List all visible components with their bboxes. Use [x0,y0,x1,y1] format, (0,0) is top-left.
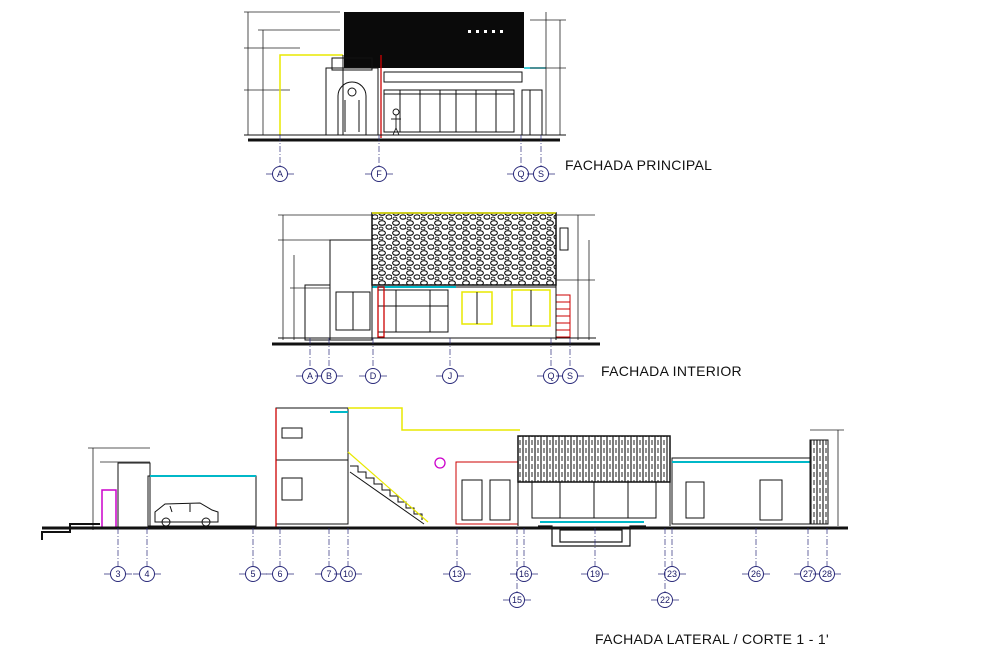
pool-section [538,521,646,547]
axis-bubble-A: A [266,135,294,182]
axis-label: B [326,371,332,381]
axis-bubble-4: 4 [133,528,161,582]
axis-label: Q [517,169,524,179]
title-fachada-interior: FACHADA INTERIOR [601,363,742,379]
axis-bubble-5: 5 [239,528,267,582]
human-scale-figure [391,108,401,136]
entrance-portal [325,57,379,136]
axis-label: 19 [590,569,600,579]
axis-bubble-3: 3 [104,528,132,582]
axis-label: S [567,371,573,381]
louvered-panel [555,294,571,338]
axis-label: 13 [452,569,462,579]
axis-label: D [370,371,377,381]
dimension-chain-right [556,214,595,340]
axis-label: 22 [660,595,670,605]
axis-label: 3 [115,569,120,579]
axis-bubble-23: 23 [658,528,686,582]
axis-bubble-S: S [527,135,555,182]
axis-bubble-S: S [556,338,584,384]
dimension-chain-right [530,12,566,135]
axis-bubble-F: F [365,135,393,182]
facade-principal-elevation [244,11,566,142]
glazed-storefront [383,71,523,133]
axis-label: A [277,169,283,179]
axis-bubble-13: 13 [443,528,471,582]
title-fachada-lateral: FACHADA LATERAL / CORTE 1 - 1' [595,631,829,647]
axis-grid-lateral: 3 4 5 6 7 10 13 16 19 23 26 27 28 15 22 [104,528,841,608]
dimension-chain-left [278,214,372,340]
axis-label: 15 [512,595,522,605]
axis-label: 6 [277,569,282,579]
title-fachada-principal: FACHADA PRINCIPAL [565,157,713,173]
axis-label: 28 [822,569,832,579]
axis-label: 27 [803,569,813,579]
axis-bubble-6: 6 [266,528,294,582]
axis-bubble-27: 27 [794,528,822,582]
dimension-chain-left [88,447,150,530]
axis-bubble-J: J [436,338,464,384]
axis-bubble-28: 28 [813,528,841,582]
axis-bubble-10: 10 [334,528,362,582]
axis-bubble-Q: Q [507,135,535,182]
axis-label: 16 [519,569,529,579]
axis-label: F [376,169,382,179]
thatched-roof [517,435,671,483]
axis-label: J [448,371,453,381]
axis-bubble-7: 7 [315,528,343,582]
axis-bubble-26: 26 [742,528,770,582]
axis-label: 26 [751,569,761,579]
dark-upper-volume [344,12,524,68]
lateral-section-elevation [41,407,848,547]
axis-bubble-22: 22 [651,528,679,608]
axis-label: 4 [144,569,149,579]
axis-label: 10 [343,569,353,579]
axis-bubble-D: D [359,338,387,384]
axis-bubble-16: 16 [510,528,538,582]
axis-label: 5 [250,569,255,579]
axis-label: Q [547,371,554,381]
axis-label: 7 [326,569,331,579]
stone-clad-volume [371,212,557,286]
axis-bubble-19: 19 [581,528,609,582]
dimension-chain-right [810,429,844,526]
staircase [349,465,425,525]
axis-label: A [307,371,313,381]
axis-bubble-15: 15 [503,528,531,608]
car-icon [154,502,219,527]
axis-label: 23 [667,569,677,579]
facade-interior-elevation [272,212,600,346]
axis-bubble-B: B [315,338,343,384]
axis-label: S [538,169,544,179]
dimension-chain-left [244,11,340,135]
